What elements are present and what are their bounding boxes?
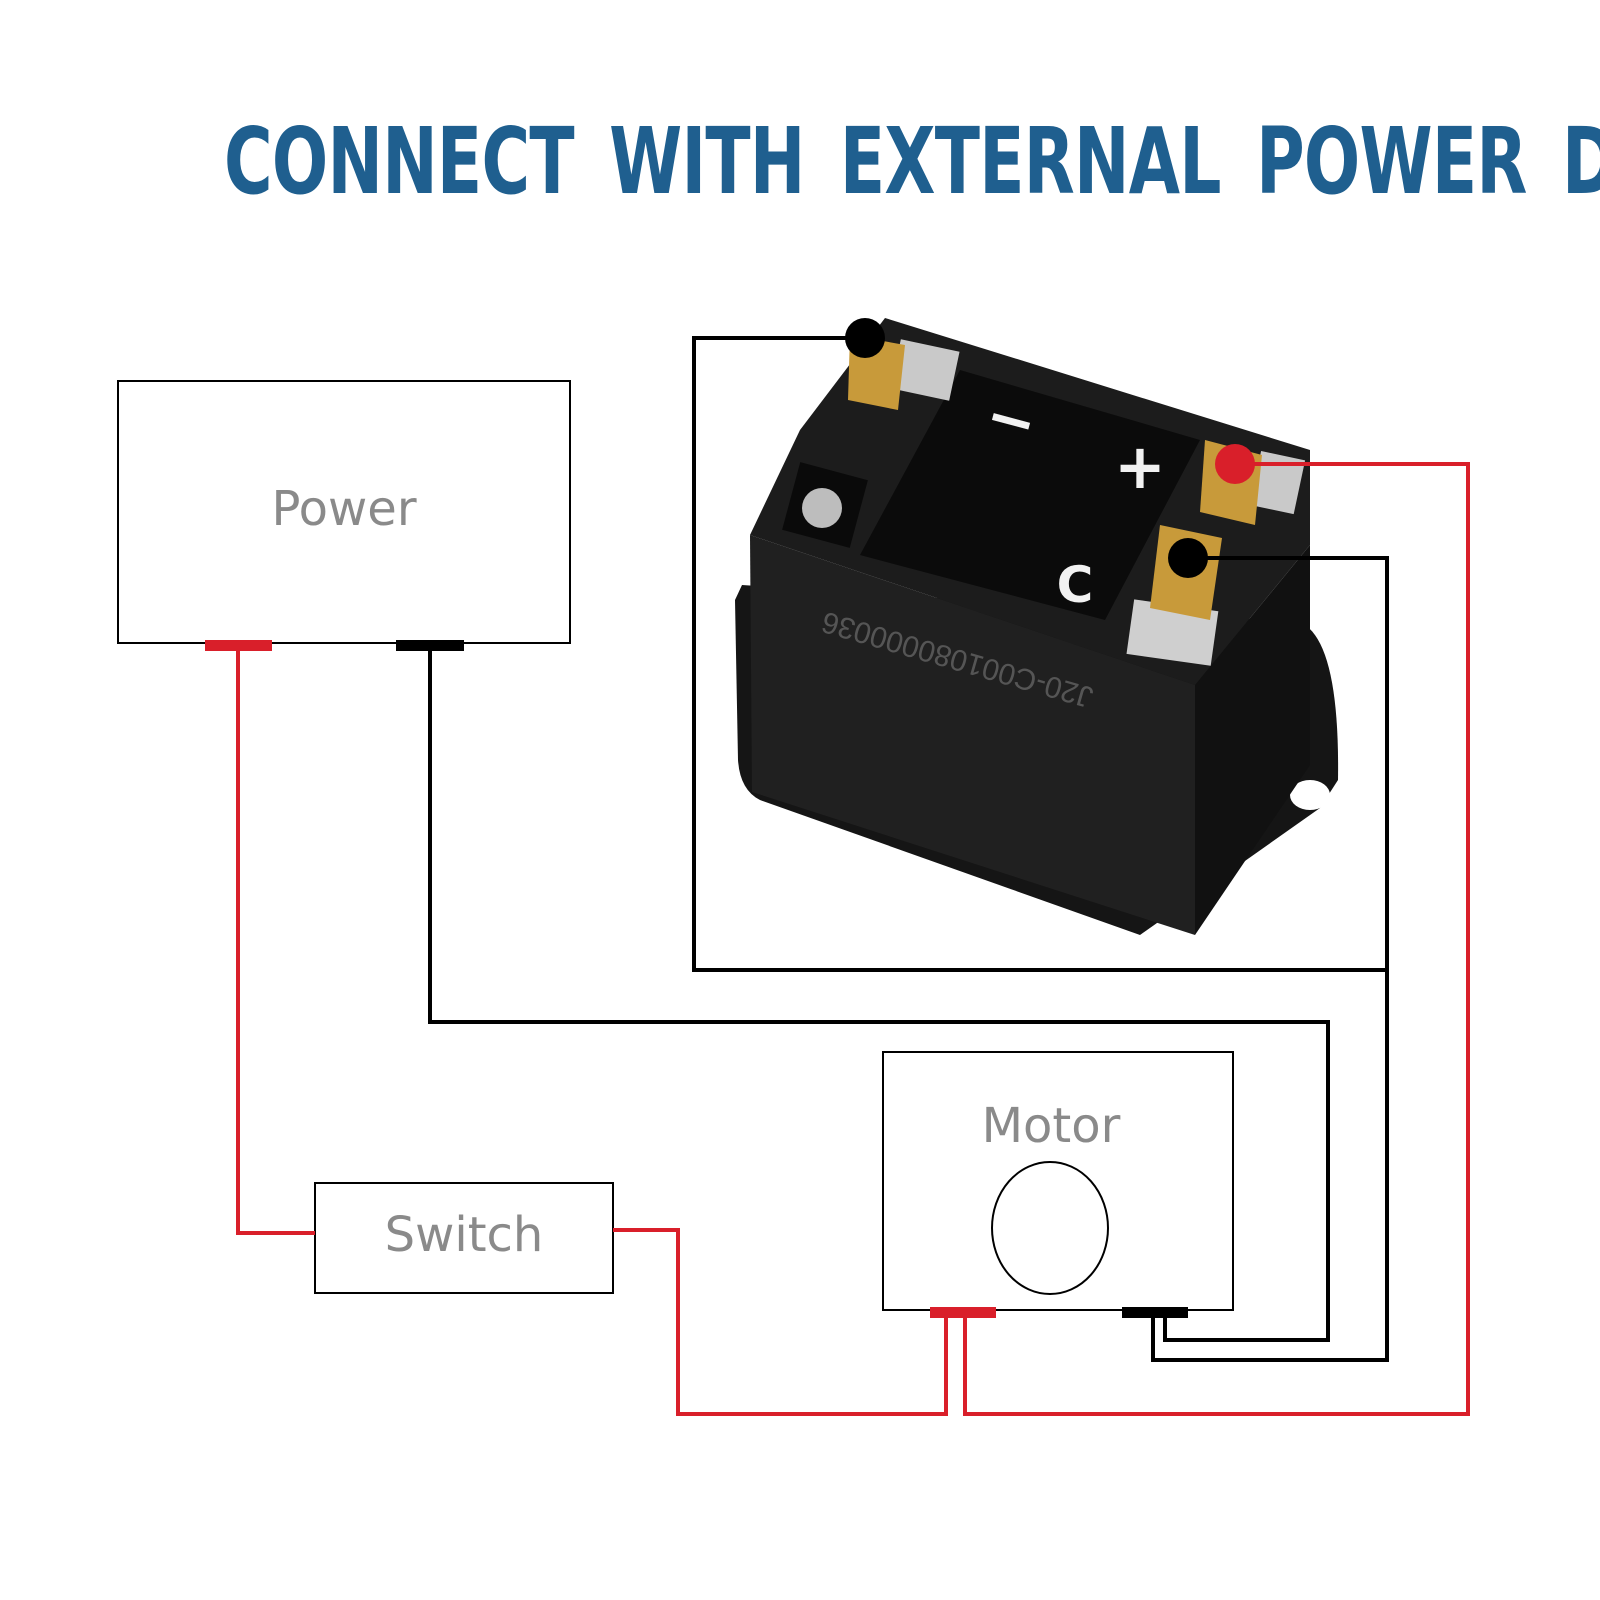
screw-head <box>802 488 842 528</box>
dot-positive-terminal <box>1215 444 1255 484</box>
device-front-face <box>750 535 1195 935</box>
wire-power-negative-to-motor <box>428 651 1330 1342</box>
device-side-face <box>1195 545 1310 935</box>
wire-device-c-to-motor <box>1151 556 1389 1362</box>
dot-negative-terminal <box>845 318 885 358</box>
motor-negative-pad <box>1122 1307 1188 1318</box>
plus-symbol: + <box>1114 430 1166 503</box>
switch-box: Switch <box>314 1182 614 1294</box>
wire-power-to-switch <box>236 651 315 1235</box>
motor-box: Motor <box>882 1051 1234 1318</box>
dot-c-terminal <box>1168 538 1208 578</box>
device-top-panel <box>860 370 1200 620</box>
mounting-hole <box>1290 780 1330 810</box>
power-positive-pad <box>205 640 272 651</box>
hour-meter-device: − + C J20-C001080000036 <box>735 318 1339 935</box>
power-box: Power <box>117 380 571 651</box>
power-negative-pad <box>396 640 464 651</box>
wire-device-negative-loop <box>692 336 1387 972</box>
c-symbol: C <box>1057 556 1094 614</box>
motor-label: Motor <box>982 1098 1121 1154</box>
motor-positive-pad <box>930 1307 996 1318</box>
switch-label: Switch <box>385 1207 544 1263</box>
power-label: Power <box>271 481 416 537</box>
page-title: CONNECT WITH EXTERNAL POWER DEVICE <box>224 108 1600 215</box>
wire-motor-to-device-positive <box>963 462 1470 1416</box>
wire-switch-to-motor <box>613 1228 948 1416</box>
motor-circle <box>991 1161 1109 1295</box>
